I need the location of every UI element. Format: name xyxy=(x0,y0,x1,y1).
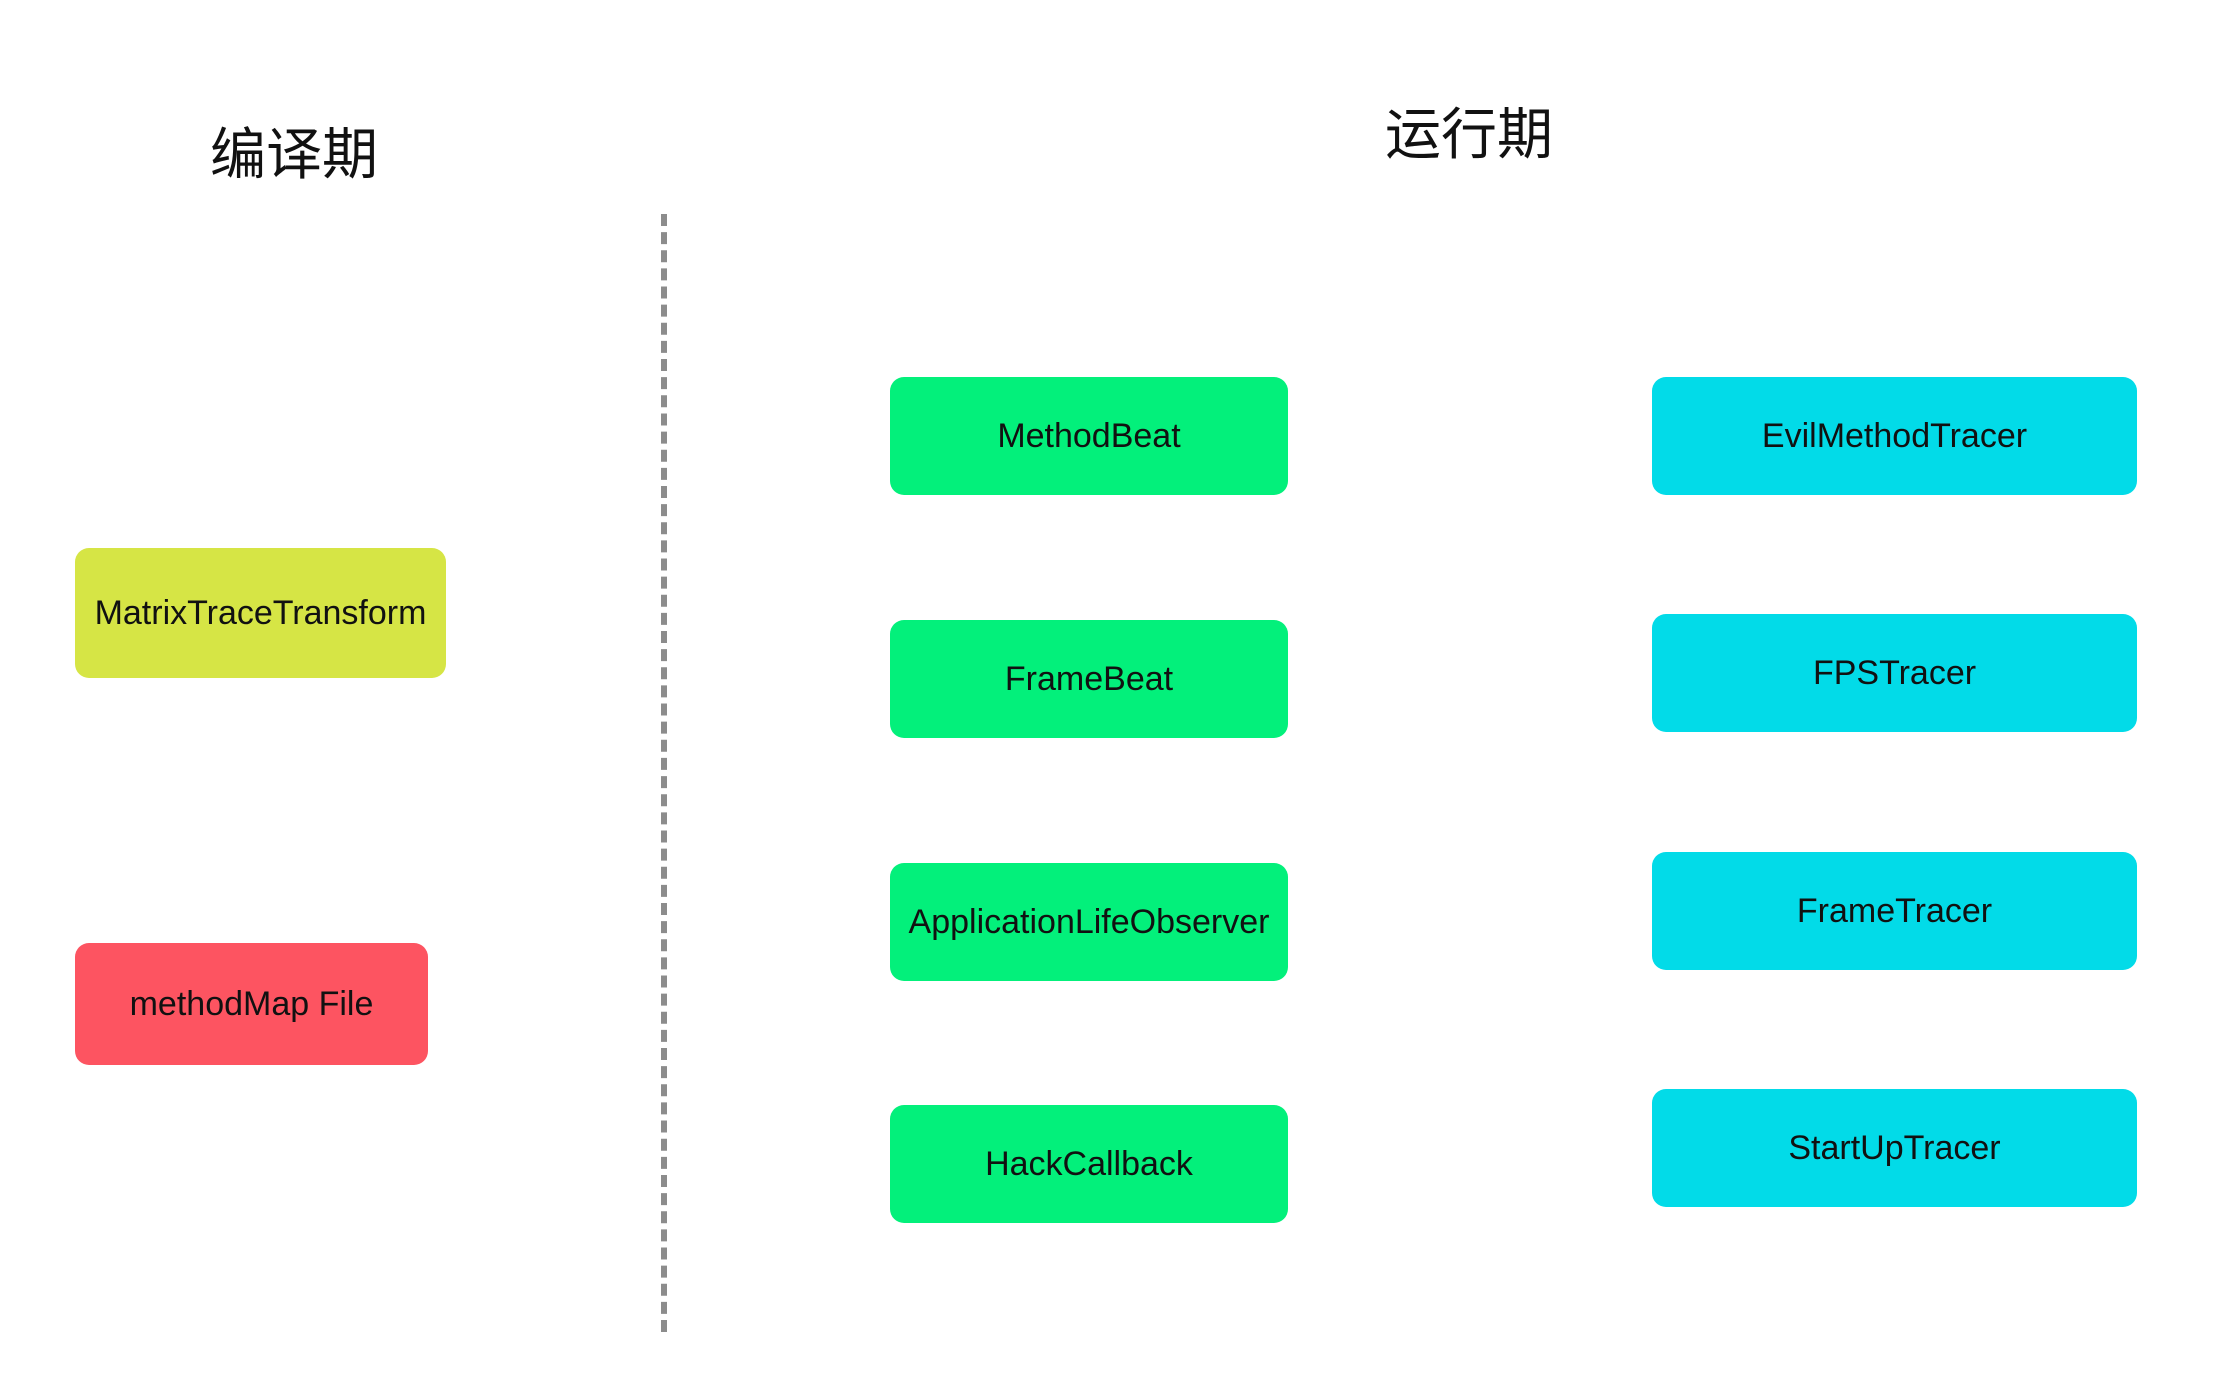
frame-tracer-box: FrameTracer xyxy=(1652,852,2137,970)
evil-method-tracer-box: EvilMethodTracer xyxy=(1652,377,2137,495)
hack-callback-box: HackCallback xyxy=(890,1105,1288,1223)
frame-beat-box: FrameBeat xyxy=(890,620,1288,738)
compile-time-heading: 编译期 xyxy=(210,123,378,188)
method-map-file-box: methodMap File xyxy=(75,943,428,1065)
application-life-observer-box: ApplicationLifeObserver xyxy=(890,863,1288,981)
runtime-heading: 运行期 xyxy=(1385,103,1553,168)
fps-tracer-box: FPSTracer xyxy=(1652,614,2137,732)
phase-divider xyxy=(661,214,667,1332)
matrix-trace-transform-box: MatrixTraceTransform xyxy=(75,548,446,678)
startup-tracer-box: StartUpTracer xyxy=(1652,1089,2137,1207)
method-beat-box: MethodBeat xyxy=(890,377,1288,495)
